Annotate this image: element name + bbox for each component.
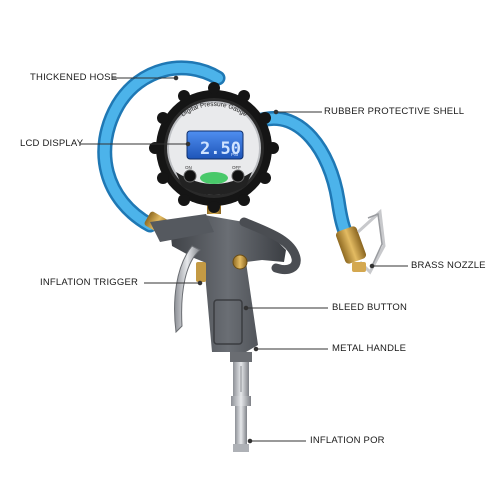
label-rubber-protective-shell: RUBBER PROTECTIVE SHELL — [324, 106, 465, 117]
gauge-button-right-label: OFF — [232, 165, 241, 170]
label-inflation-trigger: INFLATION TRIGGER — [40, 277, 139, 288]
brass-nozzle — [335, 208, 386, 275]
lcd-unit: PSI — [231, 152, 238, 157]
gauge-button-left — [183, 169, 197, 183]
hose-highlight — [99, 62, 223, 230]
label-bleed-button: BLEED BUTTON — [332, 302, 408, 313]
trigger-pivot — [196, 262, 206, 282]
inflation-trigger — [174, 245, 201, 334]
label-inflation-port: INFLATION POR — [310, 435, 385, 446]
gauge-button-left-label: ON — [185, 165, 192, 170]
inflation-port — [230, 352, 252, 452]
label-lcd-display: LCD DISPLAY — [20, 138, 84, 149]
hose-right-highlight — [257, 113, 357, 247]
gauge-button-right — [231, 169, 245, 183]
label-brass-nozzle: BRASS NOZZLE — [411, 260, 486, 271]
leader-lines — [80, 75, 408, 444]
lcd-reading: 2.50 — [200, 139, 241, 159]
label-metal-handle: METAL HANDLE — [332, 343, 407, 354]
gauge-green-window — [200, 172, 228, 184]
gauge-button-panel — [176, 172, 252, 195]
label-thickened-hose: THICKENED HOSE — [30, 72, 118, 83]
bleed-button — [232, 254, 248, 270]
